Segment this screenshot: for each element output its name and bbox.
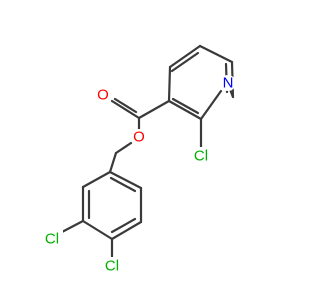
- chemical-structure: O O N Cl Cl Cl: [41, 44, 236, 275]
- benzene-chlorine-3-atom: Cl: [41, 230, 63, 248]
- ester-oxygen-atom: O: [131, 129, 147, 146]
- pyridine-chlorine-label: Cl: [194, 148, 208, 165]
- bond: [109, 176, 137, 193]
- benzene-chlorine-4-atom: Cl: [101, 257, 123, 275]
- bond: [167, 65, 172, 103]
- benzene-chlorine-3-label: Cl: [45, 231, 59, 248]
- bond: [168, 44, 202, 69]
- bond: [113, 97, 138, 114]
- bond: [81, 219, 114, 241]
- carbonyl-oxygen-atom: O: [95, 87, 111, 104]
- bond: [110, 220, 143, 241]
- bond: [171, 97, 200, 115]
- pyridine-nitrogen-label: N: [223, 75, 234, 92]
- bond: [199, 89, 223, 121]
- atom-label-background: [131, 129, 147, 145]
- bond: [108, 170, 143, 190]
- bond: [110, 217, 137, 234]
- bond: [60, 219, 85, 234]
- atom-label-background: [101, 257, 123, 275]
- atom-label-background: [190, 147, 212, 165]
- benzene-chlorine-4-label: Cl: [105, 258, 119, 275]
- bond: [110, 99, 141, 120]
- bond: [108, 151, 118, 174]
- pyridine-nitrogen-atom: N: [220, 75, 236, 92]
- bond: [170, 51, 200, 73]
- ester-oxygen-label: O: [133, 129, 145, 146]
- atom-label-background: [41, 230, 63, 248]
- bond: [81, 170, 112, 189]
- carbonyl-oxygen-label: O: [97, 87, 109, 104]
- atom-label-background: [95, 87, 111, 103]
- atom-label-background: [220, 75, 236, 91]
- bond: [114, 141, 133, 155]
- bond: [137, 99, 171, 120]
- bond: [198, 44, 234, 64]
- atom-labels: O O N Cl Cl Cl: [41, 75, 236, 275]
- bond: [167, 99, 203, 121]
- pyridine-chlorine-atom: Cl: [190, 147, 212, 165]
- bonds: [60, 44, 235, 260]
